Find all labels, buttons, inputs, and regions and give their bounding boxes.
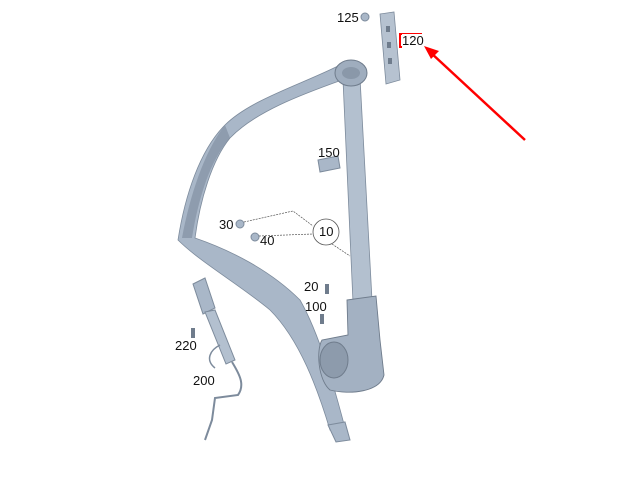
belt-webbing-shadow xyxy=(182,125,230,238)
pointer-arrow xyxy=(429,51,526,141)
part-label-30[interactable]: 30 xyxy=(219,217,234,232)
bolt-20 xyxy=(325,284,329,294)
bolt-100 xyxy=(320,314,324,324)
part-label-120[interactable]: 120 xyxy=(402,33,424,48)
buckle-stalk xyxy=(204,309,236,365)
belt-webbing-vertical xyxy=(342,77,373,303)
part-label-220[interactable]: 220 xyxy=(175,338,197,353)
belt-end-anchor xyxy=(327,421,351,443)
bolt-220 xyxy=(191,328,195,338)
nut-40 xyxy=(250,232,260,242)
part-label-20[interactable]: 20 xyxy=(304,279,319,294)
nut-30 xyxy=(235,219,245,229)
sensor-cable-200 xyxy=(204,361,243,441)
part-label-100[interactable]: 100 xyxy=(305,299,327,314)
assembly-circle-10 xyxy=(312,218,340,246)
part-label-10[interactable]: 10 xyxy=(319,224,334,239)
part-label-200[interactable]: 200 xyxy=(193,373,215,388)
arrow-head xyxy=(424,46,439,59)
clip-150 xyxy=(317,155,341,173)
part-label-40[interactable]: 40 xyxy=(260,233,275,248)
bolt-125 xyxy=(360,12,370,22)
part-label-150[interactable]: 150 xyxy=(318,145,340,160)
leader-lines xyxy=(243,210,351,257)
guide-bolt xyxy=(342,67,360,79)
buckle xyxy=(192,277,216,315)
retractor-spool xyxy=(319,341,349,379)
part-label-125[interactable]: 125 xyxy=(337,10,359,25)
